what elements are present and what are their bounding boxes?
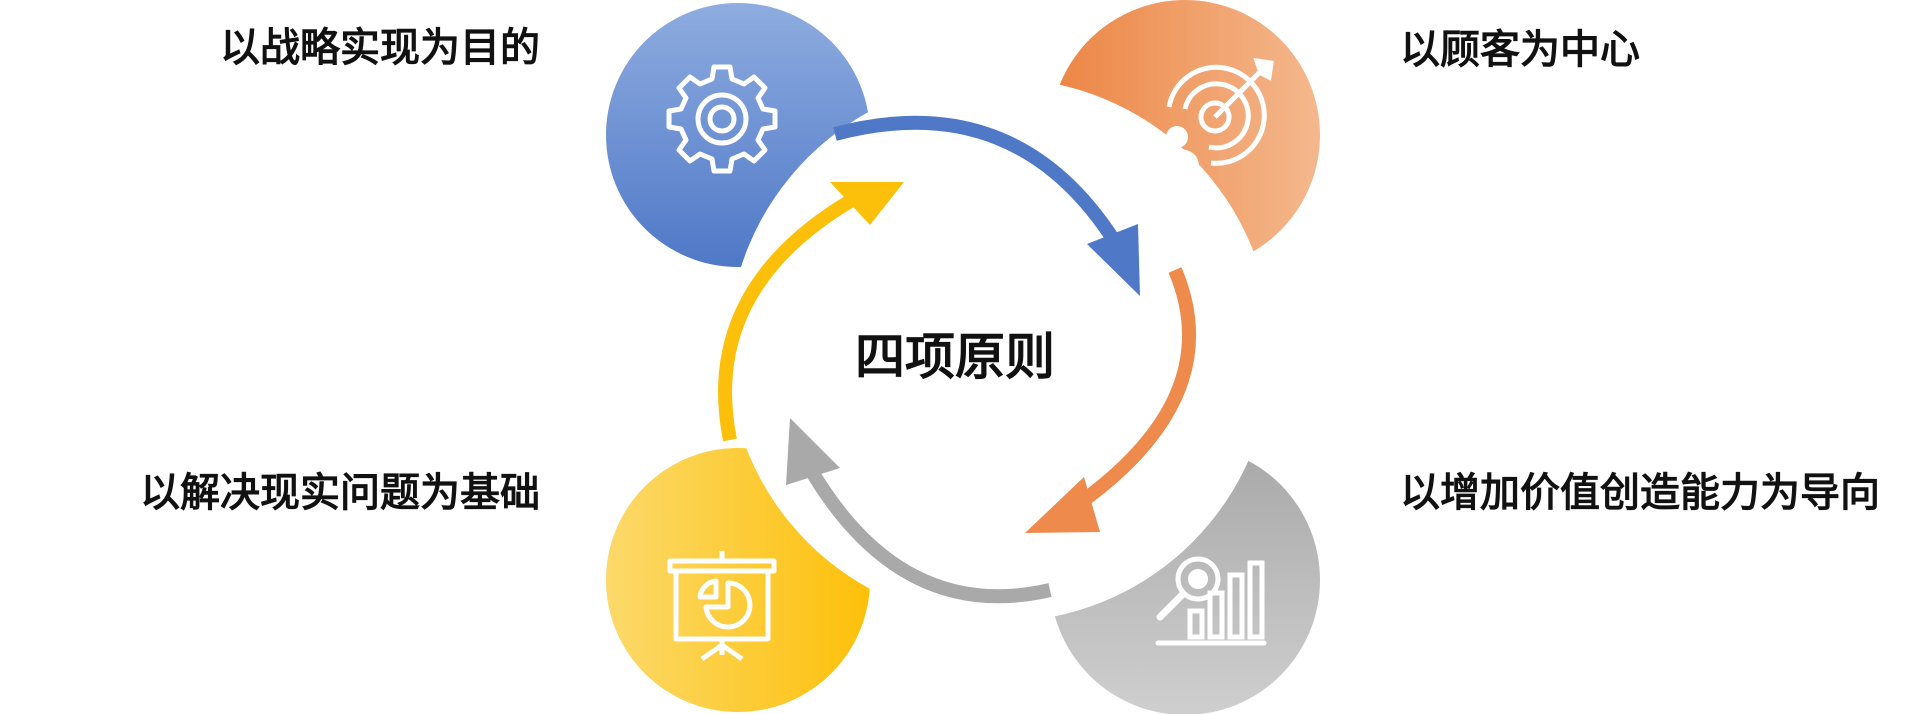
principle-problem-label: 以解决现实问题为基础: [140, 470, 540, 516]
growth-chart-magnifier-icon: [1155, 556, 1267, 646]
target-customer-icon: [1155, 57, 1274, 167]
gear-icon: [666, 64, 778, 174]
arrow-top-head: [1087, 224, 1140, 296]
principle-value-label: 以增加价值创造能力为导向: [1400, 470, 1880, 516]
arrow-bottom-head: [786, 418, 840, 485]
arrow-right-arc: [1066, 267, 1196, 516]
presentation-board-icon: [667, 551, 777, 662]
principle-customer-label: 以顾客为中心: [1400, 27, 1640, 73]
arrow-bottom-arc: [801, 461, 1052, 604]
cycle-arrows: [718, 115, 1196, 604]
arrow-left-arc: [718, 193, 856, 442]
center-title: 四项原则: [855, 328, 1055, 386]
arrow-left-head: [830, 182, 904, 225]
arrow-top-arc: [833, 115, 1126, 254]
arrow-right-head: [1025, 477, 1100, 533]
principle-strategy-label: 以战略实现为目的: [220, 25, 540, 71]
